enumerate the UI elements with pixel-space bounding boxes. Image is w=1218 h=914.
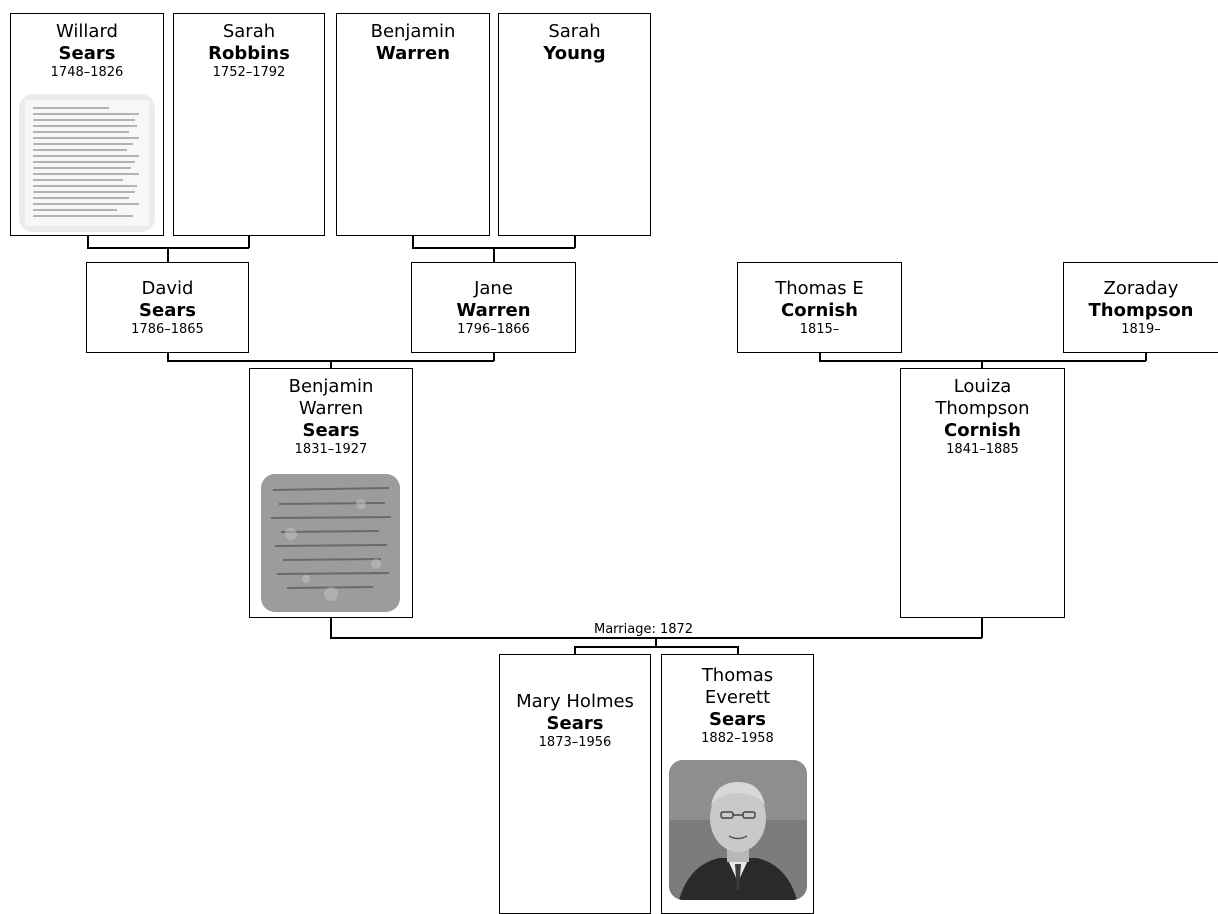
person-card-thomas-e-cornish[interactable]: Thomas E Cornish 1815–	[737, 262, 902, 353]
connector-line	[574, 235, 576, 248]
connector-line	[167, 352, 169, 361]
marriage-label: Marriage: 1872	[592, 622, 696, 637]
first-name: Benjamin	[370, 21, 456, 42]
document-photo[interactable]	[19, 94, 155, 232]
last-name: Cornish	[781, 300, 858, 321]
life-dates: 1882–1958	[701, 731, 774, 746]
person-card-thomas-everett-sears[interactable]: Thomas Everett Sears 1882–1958	[661, 654, 814, 914]
last-name: Warren	[375, 43, 451, 64]
last-name: Sears	[709, 709, 766, 730]
connector-line	[574, 646, 738, 648]
person-card-willard-sears[interactable]: Willard Sears 1748–1826	[10, 13, 164, 236]
middle-name: Warren	[298, 398, 364, 419]
connector-line	[330, 360, 332, 369]
person-card-sarah-young[interactable]: Sarah Young	[498, 13, 651, 236]
connector-line	[412, 235, 414, 248]
first-name: Jane	[474, 278, 513, 299]
connector-line	[655, 637, 657, 647]
last-name: Cornish	[944, 420, 1021, 441]
person-card-jane-warren[interactable]: Jane Warren 1796–1866	[411, 262, 576, 353]
first-name: Thomas	[701, 665, 774, 686]
life-dates: 1873–1956	[538, 735, 612, 750]
life-dates: 1819–	[1121, 322, 1161, 337]
person-card-david-sears[interactable]: David Sears 1786–1865	[86, 262, 249, 353]
last-name: Warren	[456, 300, 531, 321]
person-card-benjamin-warren-sears[interactable]: Benjamin Warren Sears 1831–1927	[249, 368, 413, 618]
last-name: Robbins	[208, 43, 290, 64]
gravestone-photo[interactable]	[261, 474, 400, 612]
first-name: Zoraday	[1103, 278, 1179, 299]
connector-line	[87, 235, 89, 248]
first-name: Willard	[56, 21, 118, 42]
last-name: Sears	[139, 300, 196, 321]
document-scan-icon	[19, 94, 155, 232]
connector-line	[819, 352, 821, 361]
connector-line	[981, 360, 983, 369]
person-card-benjamin-warren[interactable]: Benjamin Warren	[336, 13, 490, 236]
life-dates: 1796–1866	[457, 322, 530, 337]
last-name: Sears	[302, 420, 360, 441]
first-name: Thomas E	[775, 278, 864, 299]
life-dates: 1815–	[799, 322, 840, 337]
portrait-photo[interactable]	[669, 760, 807, 900]
person-card-mary-holmes-sears[interactable]: Mary Holmes Sears 1873–1956	[499, 654, 651, 914]
life-dates: 1786–1865	[131, 322, 204, 337]
gravestone-icon	[261, 474, 400, 612]
first-name: Mary Holmes	[516, 691, 634, 712]
first-name: Sarah	[548, 21, 601, 42]
connector-line	[1145, 352, 1147, 361]
connector-line	[493, 247, 495, 263]
last-name: Sears	[546, 713, 604, 734]
last-name: Young	[543, 43, 606, 64]
first-name: David	[141, 278, 194, 299]
last-name: Sears	[58, 43, 116, 64]
person-card-sarah-robbins[interactable]: Sarah Robbins 1752–1792	[173, 13, 325, 236]
person-card-louiza-thompson-cornish[interactable]: Louiza Thompson Cornish 1841–1885	[900, 368, 1065, 618]
middle-name: Thompson	[935, 398, 1030, 419]
middle-name: Everett	[704, 687, 771, 708]
connector-line	[819, 360, 1146, 362]
person-card-zoraday-thompson[interactable]: Zoraday Thompson 1819–	[1063, 262, 1218, 353]
connector-line	[574, 646, 576, 655]
connector-line	[981, 617, 983, 638]
life-dates: 1748–1826	[50, 65, 124, 80]
first-name: Louiza	[953, 376, 1012, 397]
connector-line	[330, 617, 332, 638]
connector-line	[167, 247, 169, 263]
life-dates: 1752–1792	[212, 65, 286, 80]
first-name: Sarah	[222, 21, 276, 42]
life-dates: 1841–1885	[946, 442, 1019, 457]
portrait-icon	[669, 760, 807, 900]
first-name: Benjamin	[288, 376, 374, 397]
last-name: Thompson	[1088, 300, 1194, 321]
connector-line	[493, 352, 495, 361]
connector-line	[737, 646, 739, 655]
connector-line	[248, 235, 250, 248]
life-dates: 1831–1927	[294, 442, 368, 457]
